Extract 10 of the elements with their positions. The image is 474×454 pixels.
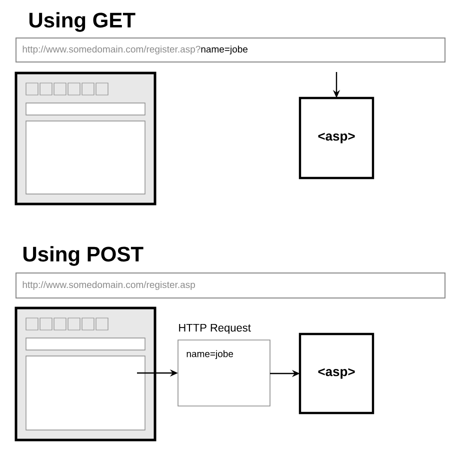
request-box: HTTP Request name=jobe xyxy=(178,324,270,406)
address-bar: http://www.somedomain.com/register.asp?name=jobe xyxy=(16,38,446,62)
heading: Using GET xyxy=(29,12,136,32)
address-bar: http://www.somedomain.com/register.asp xyxy=(16,272,446,298)
browser-window-drawing xyxy=(14,306,156,442)
browser-window-drawing xyxy=(14,72,156,206)
server-box: <asp> xyxy=(298,96,374,180)
server-box: <asp> xyxy=(298,332,374,414)
heading: Using POST xyxy=(23,246,144,266)
node-label: HTTP Request xyxy=(179,324,251,334)
